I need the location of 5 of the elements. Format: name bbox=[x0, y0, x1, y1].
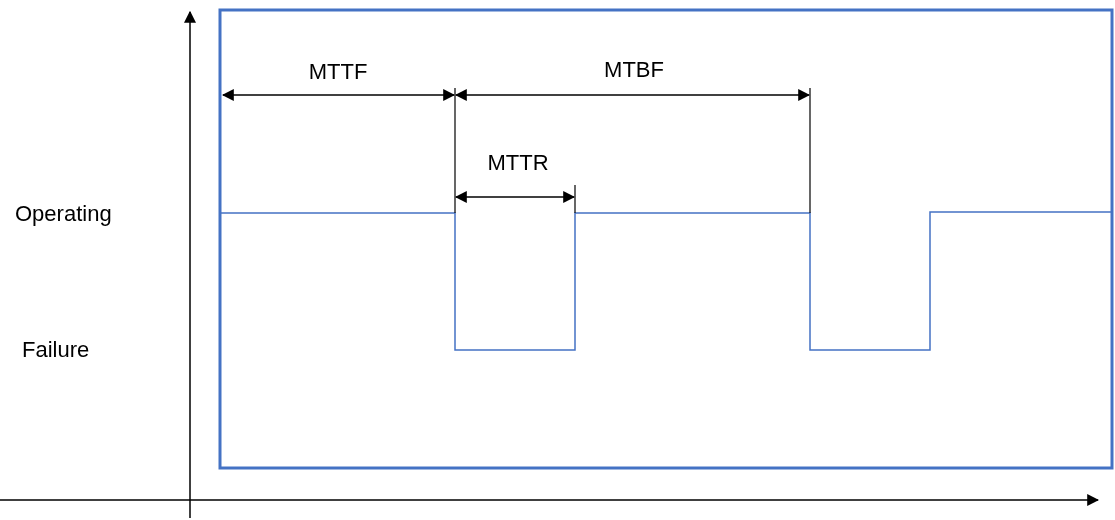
state-label: Operating bbox=[15, 203, 112, 225]
dimension-label: MTBF bbox=[604, 59, 664, 81]
dimension-label: MTTF bbox=[308, 61, 368, 83]
dimension-label: MTTR bbox=[487, 152, 549, 174]
state-label: Failure bbox=[22, 339, 90, 361]
